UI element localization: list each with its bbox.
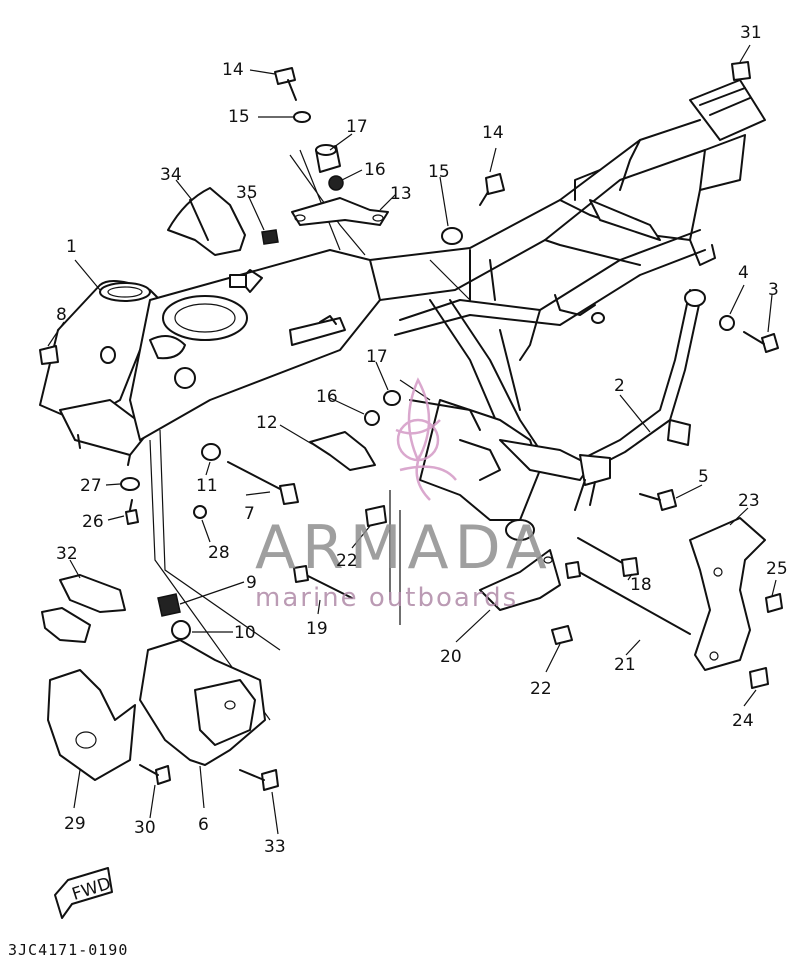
callout-35: 35 <box>236 183 258 203</box>
fwd-arrow-icon <box>54 867 113 919</box>
callout-7: 7 <box>244 504 255 524</box>
callout-10: 10 <box>234 623 256 643</box>
fwd-arrow: FWD <box>54 867 114 919</box>
callout-15-top: 15 <box>228 107 250 127</box>
callout-5: 5 <box>698 467 709 487</box>
callout-16-mid: 16 <box>316 387 338 407</box>
watermark-brand: ARMADA <box>255 513 553 583</box>
watermark-tagline: marine outboards <box>255 583 518 613</box>
main-frame <box>39 79 766 721</box>
callout-18: 18 <box>630 575 652 595</box>
callout-23: 23 <box>738 491 760 511</box>
callout-17-top: 17 <box>346 117 368 137</box>
callout-11: 11 <box>196 476 218 496</box>
callout-6: 6 <box>198 815 209 835</box>
callout-14-right: 14 <box>482 123 504 143</box>
callout-20: 20 <box>440 647 462 667</box>
callout-32: 32 <box>56 544 78 564</box>
callout-27: 27 <box>80 476 102 496</box>
callout-31: 31 <box>740 23 762 43</box>
callout-1: 1 <box>66 237 77 257</box>
callout-4: 4 <box>738 263 749 283</box>
callout-13: 13 <box>390 184 412 204</box>
callout-22-lower: 22 <box>530 679 552 699</box>
callout-21: 21 <box>614 655 636 675</box>
callout-2: 2 <box>614 376 625 396</box>
callout-29: 29 <box>64 814 86 834</box>
hardware-parts <box>39 44 783 835</box>
callout-17-mid: 17 <box>366 347 388 367</box>
callout-33: 33 <box>264 837 286 857</box>
watermark: ARMADA marine outboards <box>255 377 553 613</box>
callout-19: 19 <box>306 619 328 639</box>
callout-26: 26 <box>82 512 104 532</box>
callout-22-upper: 22 <box>336 551 358 571</box>
callout-15-right: 15 <box>428 162 450 182</box>
callout-28: 28 <box>208 543 230 563</box>
diagram-code: 3JC4171-0190 <box>8 941 128 959</box>
callout-9: 9 <box>246 573 257 593</box>
callout-16-top: 16 <box>364 160 386 180</box>
callout-24: 24 <box>732 711 754 731</box>
callout-25: 25 <box>766 559 788 579</box>
callout-34: 34 <box>160 165 182 185</box>
callout-12: 12 <box>256 413 278 433</box>
callout-3: 3 <box>768 280 779 300</box>
watermark-logo-icon <box>395 377 457 501</box>
callout-14-top: 14 <box>222 60 244 80</box>
callouts: 1 2 3 4 5 6 7 8 9 10 11 12 13 14 14 15 1… <box>56 23 788 857</box>
callout-30: 30 <box>134 818 156 838</box>
callout-8: 8 <box>56 305 67 325</box>
